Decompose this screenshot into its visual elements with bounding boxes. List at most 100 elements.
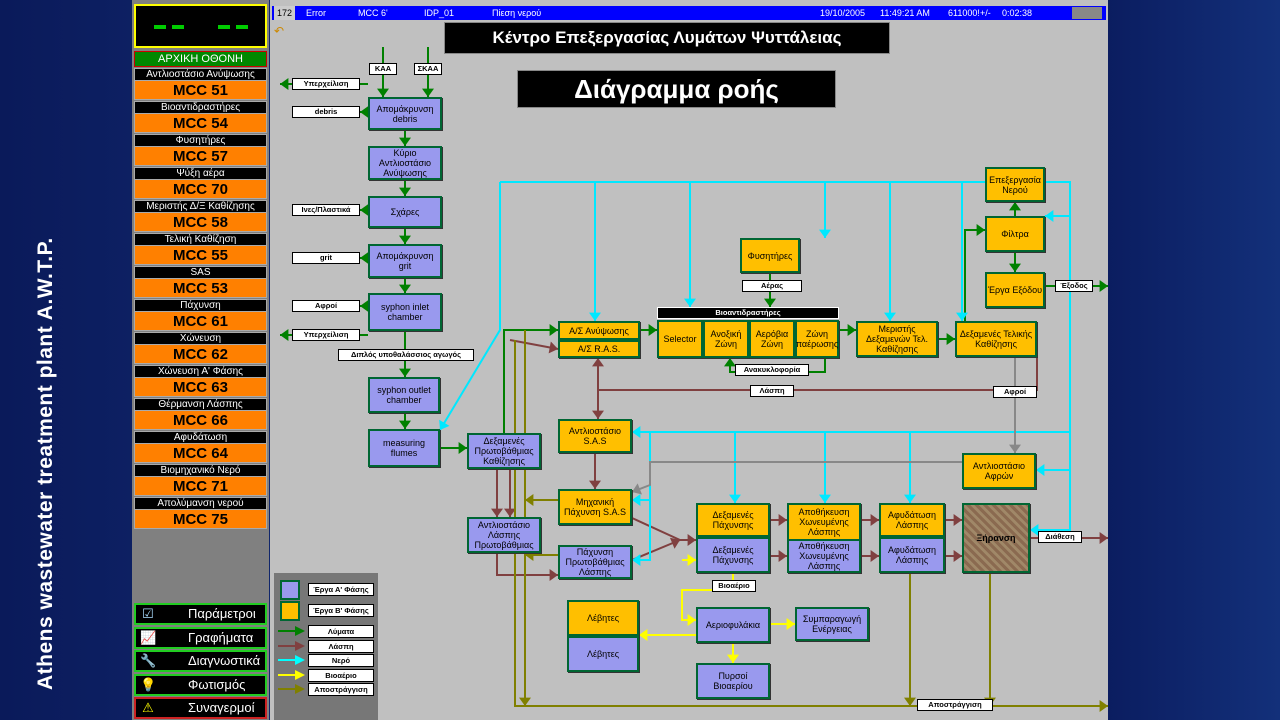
background <box>1108 0 1280 720</box>
grit-box[interactable]: Απομάκρυνση grit <box>368 244 442 278</box>
boilers-b-box[interactable]: Λέβητες <box>567 600 639 636</box>
chp-box[interactable]: Συμπαραγωγή Ενέργειας <box>795 607 869 641</box>
flow-arrow <box>819 229 831 238</box>
mcc-button[interactable]: MCC 75 <box>134 509 267 529</box>
mcc-button[interactable]: MCC 66 <box>134 410 267 430</box>
mcc-button[interactable]: MCC 53 <box>134 278 267 298</box>
Λάσπη-arrow-icon <box>278 640 305 651</box>
ras-box[interactable]: Α/Σ R.A.S. <box>558 340 640 358</box>
mcc-button[interactable]: MCC 62 <box>134 344 267 364</box>
anoxic-box[interactable]: Ανοξική Ζώνη <box>703 320 749 358</box>
selector-box[interactable]: Selector <box>657 320 703 358</box>
primary-thick-box[interactable]: Πάχυνση Πρωτοβάθμιας Λάσπης <box>558 545 632 579</box>
lift-box[interactable]: Α/Σ Ανύψωσης <box>558 321 640 340</box>
mcc-button[interactable]: MCC 51 <box>134 80 267 100</box>
flow-arrow <box>632 494 641 506</box>
alarm-scroll[interactable] <box>1072 7 1102 19</box>
nav-warning-button[interactable]: ⚠Συναγερμοί <box>134 697 267 719</box>
filters-box[interactable]: Φίλτρα <box>985 216 1045 252</box>
back-icon[interactable]: ↶ <box>274 24 285 38</box>
syphon-in-box[interactable]: syphon inlet chamber <box>368 293 442 331</box>
alarm-id[interactable]: 172 <box>274 6 296 20</box>
flow-line <box>500 181 1071 531</box>
flow-arrow <box>687 614 696 626</box>
deaeration-box[interactable]: Ζώνη παέρωσης <box>795 320 839 358</box>
flow-line <box>503 329 558 433</box>
mcc-button[interactable]: MCC 64 <box>134 443 267 463</box>
flow-label: Λάσπη <box>750 385 794 397</box>
flow-line <box>631 461 962 493</box>
flares-box[interactable]: Πυρσοί Βιοαερίου <box>696 663 770 699</box>
flumes-box[interactable]: measuring flumes <box>368 429 440 467</box>
splitter-box[interactable]: Μεριστής Δεξαμενών Τελ. Καθίζησης <box>856 321 938 357</box>
mcc-button[interactable]: MCC 55 <box>134 245 267 265</box>
mcc-button[interactable]: MCC 70 <box>134 179 267 199</box>
nav-chart-button[interactable]: 📈Γραφήματα <box>134 626 267 649</box>
flow-arrow <box>589 312 601 321</box>
sas-pump-box[interactable]: Αντλιοστάσιο S.A.S <box>558 419 632 453</box>
nav-bulb-button[interactable]: 💡Φωτισμός <box>134 673 267 696</box>
gasholder-box[interactable]: Αεριοφυλάκια <box>696 607 770 643</box>
flow-arrow <box>360 252 369 264</box>
flow-arrow <box>778 550 787 562</box>
dewater-b-box[interactable]: Αφυδάτωση Λάσπης <box>879 503 945 537</box>
nav-checklist-button[interactable]: ☑Παράμετροι <box>134 603 267 625</box>
home-button[interactable]: ΑΡΧΙΚΗ ΟΘΟΝΗ <box>134 51 267 67</box>
final-box[interactable]: Δεξαμενές Τελικής Καθίζησης <box>955 321 1037 357</box>
blowers-box[interactable]: Φυσητήρες <box>740 238 800 273</box>
outfall-box[interactable]: Έργα Εξόδου <box>985 272 1045 308</box>
mcc-button[interactable]: MCC 58 <box>134 212 267 232</box>
led <box>218 25 230 29</box>
phase-b-swatch <box>280 601 300 621</box>
flow-arrow <box>399 284 411 293</box>
mcc-button[interactable]: MCC 71 <box>134 476 267 496</box>
mech-thick-box[interactable]: Μηχανική Πάχυνση S.A.S <box>558 489 632 525</box>
water-treat-box[interactable]: Επεξεργασία Νερού <box>985 167 1045 202</box>
scum-pump-box[interactable]: Αντλιοστάσιο Αφρών <box>962 453 1036 489</box>
flow-arrow <box>1099 700 1108 712</box>
main-pump-box[interactable]: Κύριο Αντλιοστάσιο Ανύψωσης <box>368 146 442 180</box>
thick-b-box[interactable]: Δεξαμενές Πάχυνσης <box>696 503 770 537</box>
flow-arrow <box>953 514 962 526</box>
mcc-label: Βιομηχανικό Νερό <box>134 464 267 476</box>
mcc-button[interactable]: MCC 63 <box>134 377 267 397</box>
boilers-a-box[interactable]: Λέβητες <box>567 636 639 672</box>
alarm-bar[interactable]: 172 Error MCC 6' IDP_01 Πίεση νερού 19/1… <box>272 6 1106 20</box>
aerobic-box[interactable]: Αερόβια Ζώνη <box>749 320 795 358</box>
mcc-button[interactable]: MCC 61 <box>134 311 267 331</box>
debris-box[interactable]: Απομάκρυνση debris <box>368 97 442 130</box>
screens-box[interactable]: Σχάρες <box>368 196 442 228</box>
syphon-out-box[interactable]: syphon outlet chamber <box>368 377 440 413</box>
mcc-button[interactable]: MCC 57 <box>134 146 267 166</box>
mcc-button[interactable]: MCC 54 <box>134 113 267 133</box>
dewater-a-box[interactable]: Αφυδάτωση Λάσπης <box>879 537 945 573</box>
primary-box[interactable]: Δεξαμενές Πρωτοβάθμιας Καθίζησης <box>467 433 541 469</box>
status-display <box>134 4 267 48</box>
digest-b-box[interactable]: Αποθήκευση Χωνευμένης Λάσπης <box>787 503 861 541</box>
flow-arrow <box>549 324 558 336</box>
flow-arrow <box>1009 202 1021 211</box>
digest-a-box[interactable]: Αποθήκευση Χωνευμένης Λάσπης <box>787 539 861 573</box>
flow-arrow <box>1009 263 1021 272</box>
primary-sludge-pump-box[interactable]: Αντλιοστάσιο Λάσπης Πρωτοβάθμιας <box>467 517 541 553</box>
drying-box[interactable]: Ξήρανση <box>962 503 1030 573</box>
legend-phase-a: Έργα Α' Φάσης <box>308 583 374 596</box>
thick-a-box[interactable]: Δεξαμενές Πάχυνσης <box>696 537 770 573</box>
nav-tools-button[interactable]: 🔧Διαγνωστικά <box>134 650 267 672</box>
flow-arrow <box>399 187 411 196</box>
flow-label: Υπερχείλιση <box>292 329 360 341</box>
